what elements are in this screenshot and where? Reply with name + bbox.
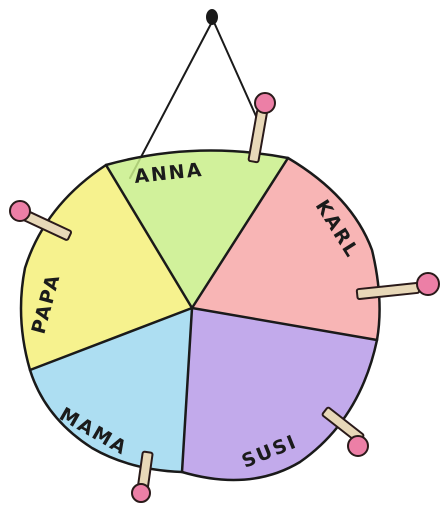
pin-head-icon — [10, 201, 30, 221]
pin-head-icon — [255, 93, 275, 113]
nail-icon — [206, 9, 218, 25]
pin-top — [248, 93, 275, 162]
pin-head-icon — [348, 436, 368, 456]
pin-head-icon — [417, 273, 439, 295]
pin-head-icon — [132, 484, 150, 502]
